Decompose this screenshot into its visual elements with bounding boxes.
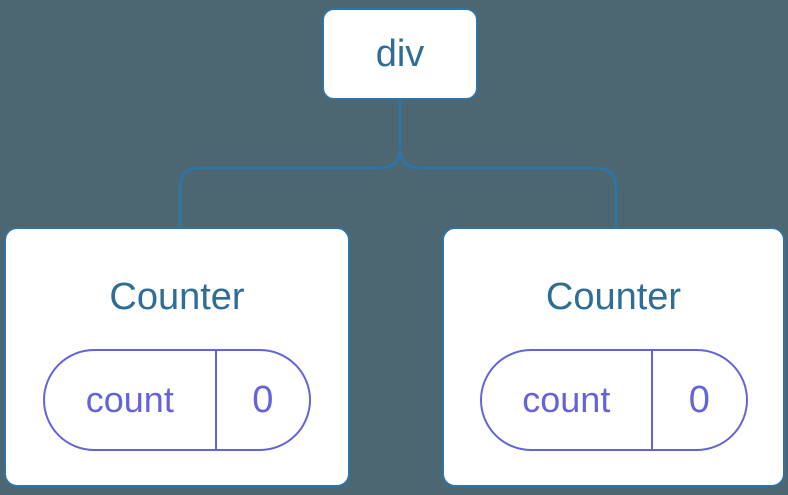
counter-card-right: Counter count 0 [442, 227, 785, 487]
state-value: 0 [688, 378, 710, 421]
connector-left-branch [178, 100, 402, 228]
state-pill: count 0 [479, 349, 748, 451]
tree-node-div-label: div [375, 32, 425, 75]
state-key: count [45, 351, 217, 449]
state-value: 0 [252, 378, 274, 421]
state-key: count [482, 351, 654, 449]
counter-title: Counter [545, 275, 682, 318]
counter-title: Counter [109, 275, 245, 318]
state-pill: count 0 [43, 349, 311, 451]
counter-card-left: Counter count 0 [4, 227, 350, 487]
tree-node-div: div [322, 8, 478, 100]
connector-right-branch [398, 100, 618, 228]
